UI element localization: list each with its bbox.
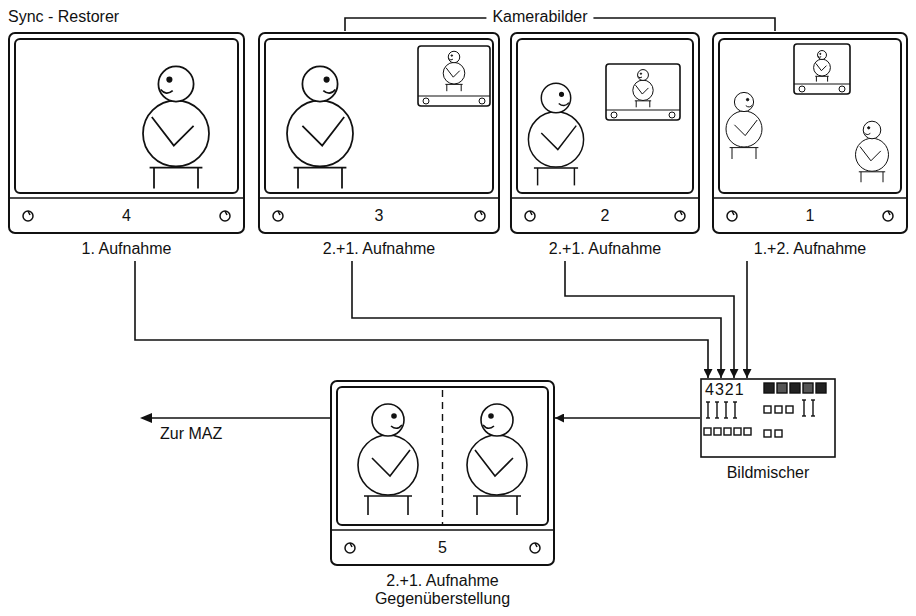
knob bbox=[345, 543, 355, 553]
monitor-number: 2 bbox=[510, 207, 700, 225]
person-figure bbox=[287, 66, 353, 188]
monitor: 3 2.+1. Aufnahme bbox=[258, 32, 500, 261]
person-figure bbox=[633, 70, 653, 108]
device-drawing bbox=[712, 32, 908, 234]
person-figure bbox=[143, 66, 209, 188]
signal-wire bbox=[565, 261, 734, 378]
knob bbox=[883, 211, 893, 221]
caption: 1. Aufnahme bbox=[8, 240, 245, 258]
knob bbox=[475, 211, 485, 221]
monitor-housing bbox=[331, 381, 554, 565]
signal-wire bbox=[746, 261, 748, 378]
caption: 2.+1. Aufnahme bbox=[510, 240, 700, 258]
person-figure bbox=[726, 92, 762, 159]
monitor-screen bbox=[517, 39, 693, 193]
device-label: Bildmischer bbox=[700, 464, 836, 482]
person-figure bbox=[856, 121, 889, 182]
signal-wire bbox=[352, 261, 721, 378]
arrow-head bbox=[140, 413, 152, 423]
monitor: 2 2.+1. Aufnahme bbox=[510, 32, 700, 261]
monitor-number: 1 bbox=[712, 207, 908, 225]
device-drawing bbox=[8, 6, 245, 234]
knob bbox=[530, 543, 540, 553]
small-monitor bbox=[794, 44, 850, 94]
knob bbox=[675, 211, 685, 221]
caption: 2.+1. Aufnahme bbox=[258, 240, 500, 258]
input-numbers: 4321 bbox=[705, 381, 745, 399]
small-monitor bbox=[606, 64, 680, 120]
split-line bbox=[442, 390, 443, 524]
monitor-number: 4 bbox=[8, 207, 245, 225]
caption: 1.+2. Aufnahme bbox=[712, 240, 908, 258]
monitor-number: 5 bbox=[330, 539, 555, 557]
monitor-screen bbox=[15, 39, 238, 193]
video-mixer: 4321Bildmischer bbox=[700, 378, 836, 458]
signal-wire bbox=[555, 417, 700, 419]
monitor: 5 2.+1. Aufnahme Gegenüberstellung bbox=[330, 380, 555, 611]
monitor-screen bbox=[337, 387, 548, 525]
monitor-number: 3 bbox=[258, 207, 500, 225]
caption: 2.+1. Aufnahme Gegenüberstellung bbox=[368, 572, 518, 608]
knob bbox=[525, 211, 535, 221]
monitor-screen bbox=[265, 39, 493, 193]
person-figure bbox=[358, 404, 418, 515]
output-wire bbox=[150, 417, 330, 419]
monitor-housing bbox=[9, 33, 244, 233]
device-drawing bbox=[258, 32, 500, 234]
output-label: Zur MAZ bbox=[160, 424, 222, 444]
person-figure bbox=[814, 51, 831, 82]
knob bbox=[23, 211, 33, 221]
device-drawing bbox=[510, 32, 700, 234]
knob bbox=[220, 211, 230, 221]
device-drawing bbox=[330, 380, 555, 566]
monitor-housing bbox=[713, 33, 907, 233]
heading-label: Sync - Restorer bbox=[8, 8, 119, 26]
knob bbox=[273, 211, 283, 221]
monitor: Sync - Restorer 4 1. Aufnahme bbox=[8, 6, 245, 261]
person-figure bbox=[443, 51, 465, 91]
small-monitor bbox=[418, 46, 490, 106]
mixer-panel bbox=[701, 379, 835, 457]
group-label: Kamerabilder bbox=[486, 7, 593, 27]
person-figure bbox=[467, 404, 527, 515]
signal-wire bbox=[135, 261, 708, 378]
monitor-screen bbox=[719, 39, 901, 193]
person-figure bbox=[528, 83, 583, 185]
monitor-housing bbox=[511, 33, 699, 233]
monitor: 1 1.+2. Aufnahme bbox=[712, 32, 908, 261]
knob bbox=[727, 211, 737, 221]
monitor-housing bbox=[259, 33, 499, 233]
